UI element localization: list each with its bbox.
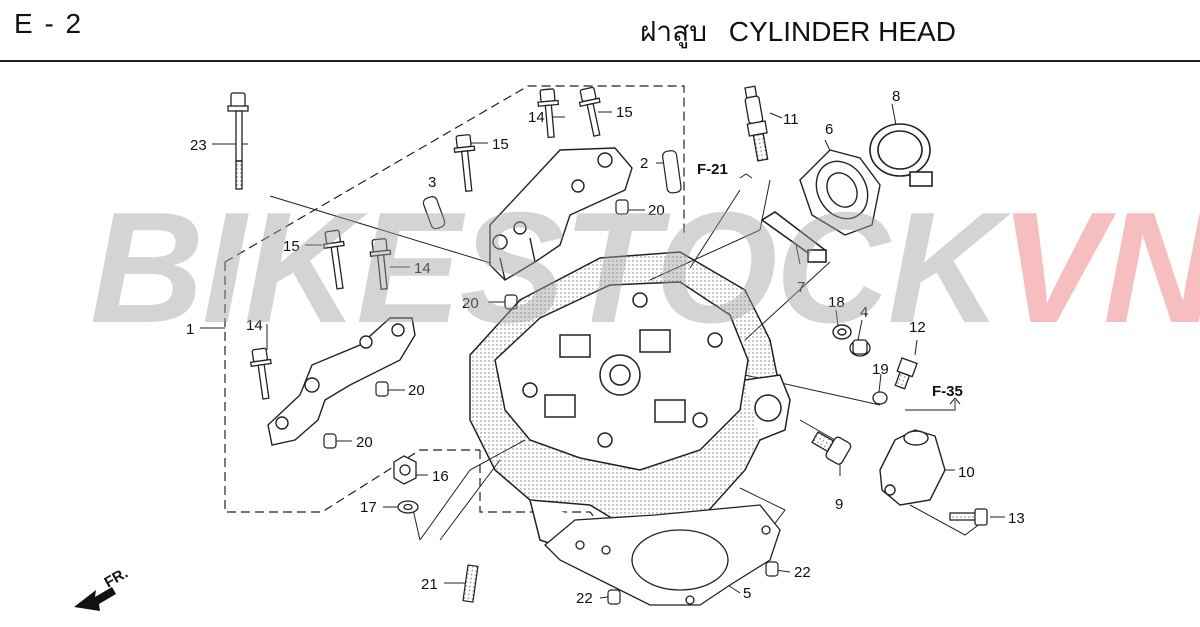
intake-insulator-6 — [799, 149, 881, 236]
flange-bolts — [249, 86, 601, 400]
cap-nut-16 — [393, 455, 417, 485]
callout-20d: 20 — [356, 434, 373, 451]
callout-15c: 15 — [283, 238, 300, 255]
callout-13: 13 — [1008, 510, 1025, 527]
callout-11: 11 — [783, 111, 799, 128]
callout-15b: 15 — [492, 136, 509, 153]
camshaft-holder-upper — [489, 147, 633, 281]
parts-diagram-svg: FR. F-21 F-35 23 1 3 2 14 15 15 20 15 14… — [74, 85, 1025, 611]
callout-9: 9 — [835, 496, 843, 513]
callout-16: 16 — [432, 468, 449, 485]
callout-23: 23 — [190, 137, 207, 154]
front-arrow-icon: FR. — [74, 565, 131, 611]
intake-band-8 — [869, 123, 933, 187]
cylinder-head-gasket — [544, 504, 781, 606]
plug-bolt-4 — [849, 339, 871, 357]
callout-4: 4 — [860, 304, 868, 321]
intake-band-7 — [760, 211, 827, 263]
ref-f35: F-35 — [932, 383, 963, 400]
assembly-outlines — [224, 85, 720, 561]
callout-22b: 22 — [794, 564, 811, 581]
callout-6: 6 — [825, 121, 833, 138]
callout-3: 3 — [428, 174, 436, 191]
callout-10: 10 — [958, 464, 975, 481]
callout-7: 7 — [797, 279, 805, 296]
page-title-thai: ฝาสูบ — [640, 15, 707, 48]
callout-1: 1 — [186, 321, 194, 338]
page-code: E - 2 — [14, 8, 84, 39]
callout-2: 2 — [640, 155, 648, 172]
ref-f21: F-21 — [697, 161, 728, 178]
washer-19 — [872, 391, 888, 405]
reference-arrows — [739, 173, 961, 405]
callout-22a: 22 — [576, 590, 593, 607]
parts-diagram: FR. F-21 F-35 23 1 3 2 14 15 15 20 15 14… — [0, 62, 1200, 622]
page-title-english: CYLINDER HEAD — [728, 16, 956, 47]
callout-14c: 14 — [246, 317, 263, 334]
washer-17 — [397, 500, 419, 514]
callout-5: 5 — [743, 585, 751, 602]
bolt-9 — [811, 431, 852, 465]
stud-bolt-21 — [462, 564, 479, 603]
callout-14a: 14 — [528, 109, 545, 126]
callout-20c: 20 — [408, 382, 425, 399]
water-joint-10 — [879, 429, 946, 506]
callout-21: 21 — [421, 576, 438, 593]
dowel-pins — [323, 150, 779, 605]
camshaft-holder-lower — [267, 317, 416, 446]
page-header: E - 2 ฝาสูบ CYLINDER HEAD — [0, 0, 1200, 62]
page-title: ฝาสูบ CYLINDER HEAD — [640, 10, 956, 54]
temperature-sensor-12 — [894, 357, 918, 390]
callout-19: 19 — [872, 361, 889, 378]
header-divider — [0, 60, 1200, 62]
callout-15a: 15 — [616, 104, 633, 121]
bolt-13 — [949, 508, 988, 526]
callout-18: 18 — [828, 294, 845, 311]
callout-12: 12 — [909, 319, 926, 336]
front-label: FR. — [102, 565, 131, 592]
callout-14b: 14 — [414, 260, 431, 277]
o-ring-18 — [832, 324, 852, 340]
spark-plug-11 — [744, 85, 769, 162]
callout-8: 8 — [892, 88, 900, 105]
callout-20a: 20 — [648, 202, 665, 219]
callout-17: 17 — [360, 499, 377, 516]
callout-20b: 20 — [462, 295, 479, 312]
long-bolt-23 — [227, 92, 249, 190]
